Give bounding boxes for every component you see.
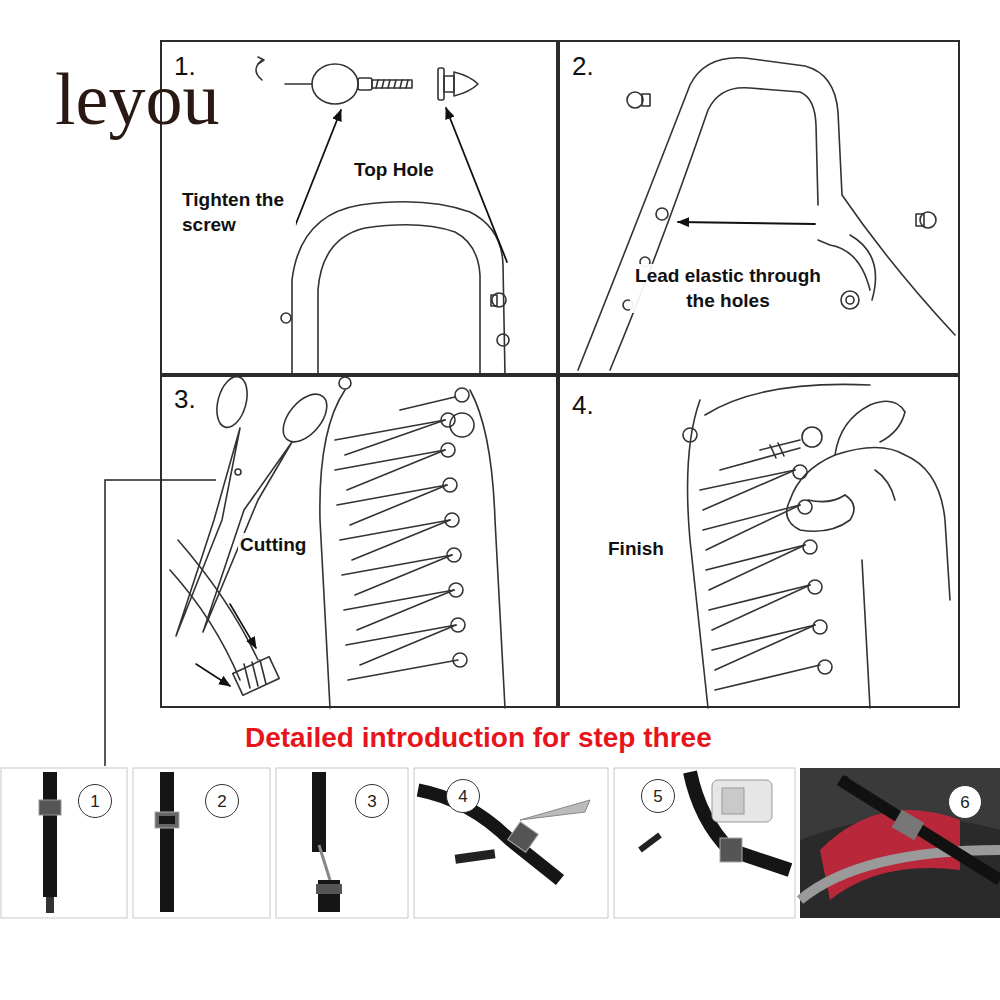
callout-number: 1 <box>90 793 99 810</box>
callout-number: 5 <box>653 788 662 805</box>
step-panel: 3. Cutting <box>160 375 558 708</box>
step-caption: Cutting <box>238 533 308 558</box>
callout-circle: 4 <box>446 779 480 813</box>
step-number: 2. <box>570 50 596 84</box>
step-panel: 2. Lead elastic through the holes <box>558 40 960 375</box>
step-number: 3. <box>172 383 198 417</box>
step-caption: Lead elastic through the holes <box>630 264 826 313</box>
callout-circle: 3 <box>355 784 389 818</box>
step-caption: Tighten the screw <box>180 188 296 237</box>
part-label: Top Hole <box>352 158 436 183</box>
step-panel: 1.Tighten the screwTop Hole <box>160 40 558 375</box>
callout-number: 6 <box>960 794 969 811</box>
step-number: 4. <box>570 389 596 423</box>
callout-number: 2 <box>217 793 226 810</box>
callout-circle: 1 <box>78 784 112 818</box>
callout-number: 4 <box>458 788 467 805</box>
callout-circle: 6 <box>948 785 982 819</box>
brand-logo: leyou <box>55 62 219 136</box>
step-caption: Finish <box>606 537 666 562</box>
callout-circle: 2 <box>205 784 239 818</box>
callout-number: 3 <box>367 793 376 810</box>
step-panel: 4. Finish <box>558 375 960 708</box>
section-heading: Detailed introduction for step three <box>245 722 712 754</box>
callout-circle: 5 <box>641 779 675 813</box>
